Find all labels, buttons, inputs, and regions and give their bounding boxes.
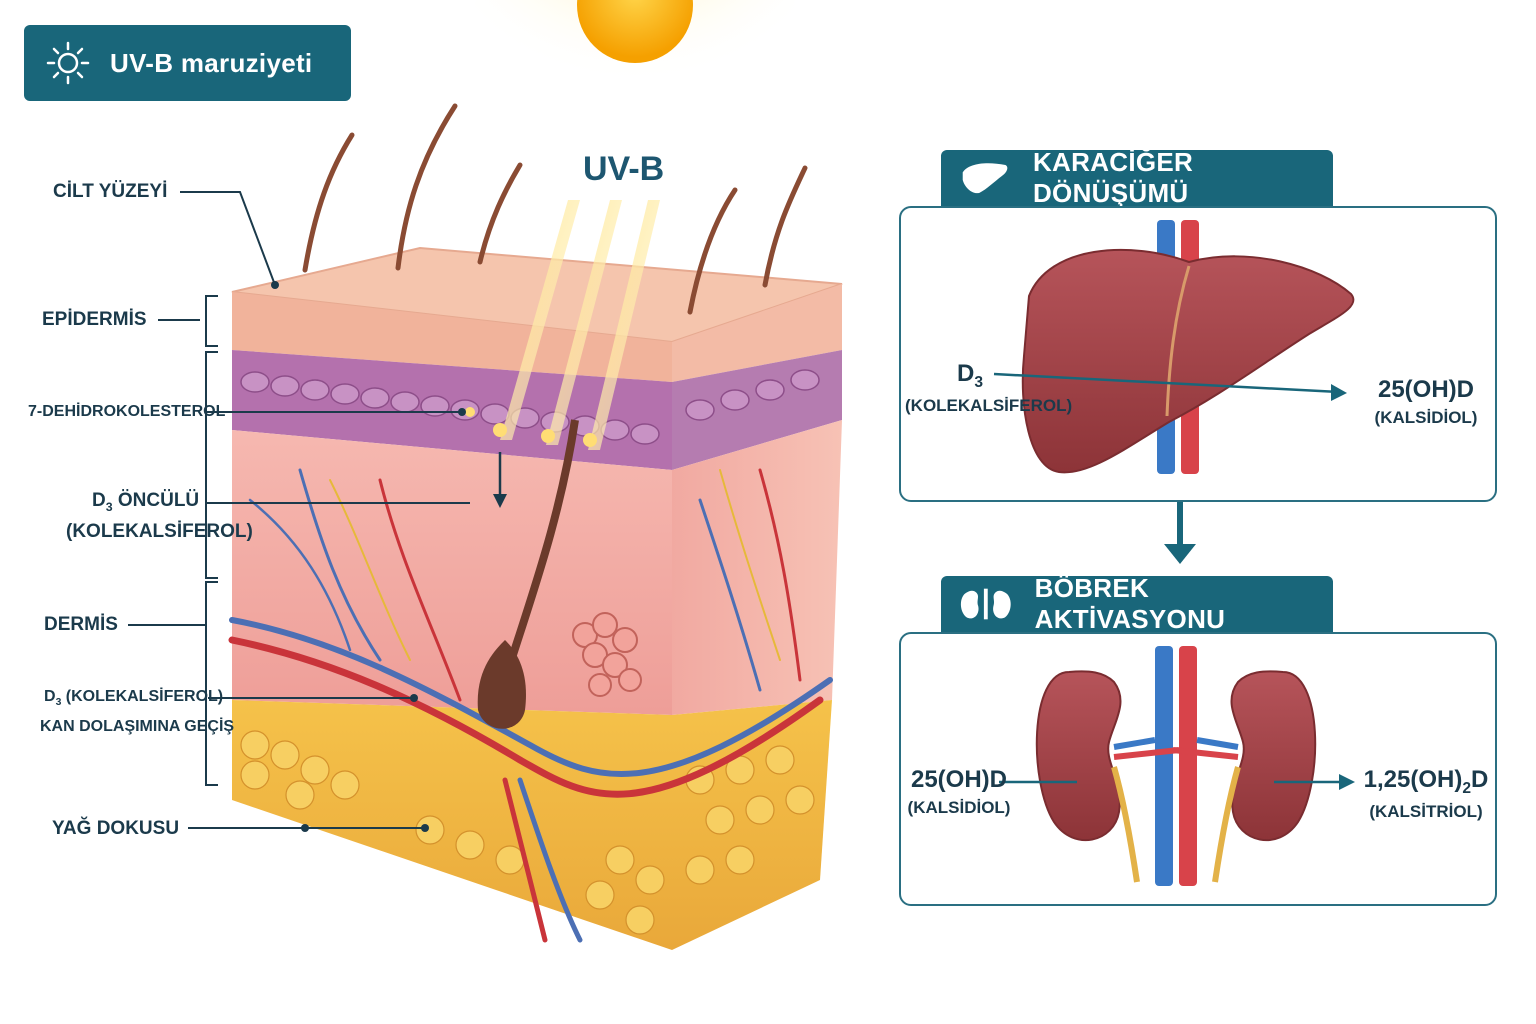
badge-title: UV-B maruziyeti [110, 47, 313, 78]
sun-icon [46, 41, 90, 85]
label-skin-surface: CİLT YÜZEYİ [53, 181, 168, 202]
label-7-dehydrocholesterol: 7-DEHİDROKOLESTEROL [28, 403, 226, 420]
kidney-input: 25(OH)D (KALSİDİOL) [907, 766, 1011, 817]
skin-leader-lines [128, 191, 507, 832]
label-d3-blood: D3 (KOLEKALSİFEROL) [44, 688, 224, 709]
label-d3-precursor-name: (KOLEKALSİFEROL) [66, 521, 253, 542]
uvb-exposure-badge: UV-B maruziyeti [24, 25, 351, 101]
kidney-illustration [999, 646, 1355, 886]
skin-cross-section [228, 103, 843, 950]
uvb-label: UV-B [583, 150, 665, 188]
kidney-panel-header: BÖBREK AKTİVASYONU [941, 573, 1333, 634]
label-d3-precursor: D3 ÖNCÜLÜ [92, 490, 200, 514]
label-blood-transfer: KAN DOLAŞIMINA GEÇİŞ [40, 718, 235, 735]
kidney-output: 1,25(OH)2D (KALSİTRİOL) [1363, 766, 1489, 821]
kidney-icon [960, 588, 1011, 620]
liver-illustration [993, 220, 1355, 474]
liver-panel-header: KARACİĞER DÖNÜŞÜMÜ [941, 147, 1333, 208]
kidney-panel [899, 632, 1497, 906]
liver-input: D3 (KOLEKALSİFEROL) [905, 360, 1073, 415]
label-fat-tissue: YAĞ DOKUSU [52, 818, 180, 839]
liver-panel-title: KARACİĞER DÖNÜŞÜMÜ [1032, 147, 1194, 208]
liver-icon [962, 163, 1008, 194]
liver-output: 25(OH)D (KALSİDİOL) [1374, 376, 1478, 427]
label-epidermis: EPİDERMİS [42, 309, 147, 330]
kidney-panel-title: BÖBREK AKTİVASYONU [1034, 573, 1226, 634]
liver-to-kidney-arrow [1164, 502, 1196, 564]
sun-illustration [475, 0, 795, 160]
label-dermis: DERMİS [44, 614, 118, 635]
